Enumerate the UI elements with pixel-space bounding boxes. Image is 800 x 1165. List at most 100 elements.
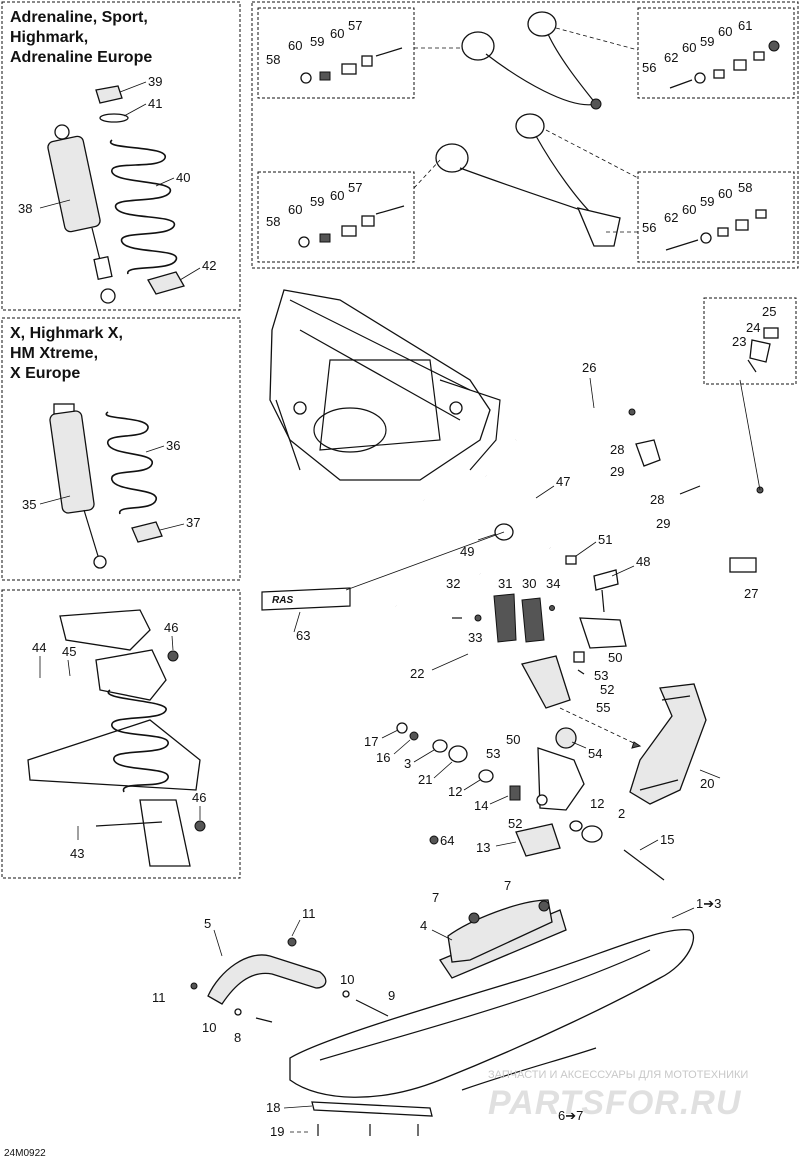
callout-28-bottom: 28	[650, 492, 664, 507]
callout-bl-59: 59	[310, 194, 324, 209]
callout-tr-56: 56	[642, 60, 656, 75]
callout-40: 40	[176, 170, 190, 185]
callout-55: 55	[596, 700, 610, 715]
callout-10-right: 10	[340, 972, 354, 987]
ski-leg-20	[629, 683, 707, 805]
callout-32: 32	[446, 576, 460, 591]
callout-37: 37	[186, 515, 200, 530]
hardware-bottom-left	[298, 205, 405, 248]
ball-joint-48	[565, 555, 619, 613]
panel-shock-x-assembly	[1, 589, 241, 879]
callouts-hardware-top-left: 58 60 59 60 57	[266, 18, 362, 67]
callout-53-top: 53	[594, 668, 608, 683]
callout-53-bottom: 53	[486, 746, 500, 761]
lower-a-arm-22	[394, 571, 571, 709]
callout-31: 31	[498, 576, 512, 591]
watermark: ЗАПЧАСТИ И АКСЕССУАРЫ ДЛЯ МОТОТЕХНИКИ PA…	[488, 1069, 748, 1122]
stopper-hardware	[747, 327, 779, 373]
runner-18	[311, 1101, 433, 1136]
nut-34	[549, 605, 555, 611]
callout-46-top: 46	[164, 620, 178, 635]
panel-shock-kit-a	[1, 1, 241, 311]
callout-tl-59: 59	[310, 34, 324, 49]
callout-20: 20	[700, 776, 714, 791]
hardware-top-left	[300, 47, 403, 84]
callout-29-top: 29	[610, 464, 624, 479]
callout-24: 24	[746, 320, 760, 335]
shock-kit-b-title: X, Highmark X, HM Xtreme, X Europe	[10, 325, 127, 382]
callout-11-top: 11	[302, 906, 316, 921]
callout-63: 63	[296, 628, 310, 643]
bracket-28-top	[635, 439, 661, 467]
shock-kit-a-line-1: Adrenaline, Sport,	[10, 9, 148, 26]
callout-br-59: 59	[700, 194, 714, 209]
callout-42: 42	[202, 258, 216, 273]
shock-kit-b-line-1: X, Highmark X,	[10, 325, 123, 342]
inset-top-left-hardware	[257, 7, 415, 99]
callout-52-bottom: 52	[508, 816, 522, 831]
callout-5: 5	[204, 916, 211, 931]
callout-33: 33	[468, 630, 482, 645]
handle-5	[190, 937, 389, 1023]
upper-a-arm-47	[422, 474, 553, 551]
callout-br-60a: 60	[682, 202, 696, 217]
callout-28-top: 28	[610, 442, 624, 457]
anti-sway-bar	[514, 408, 781, 573]
callout-48: 48	[636, 554, 650, 569]
callout-34: 34	[546, 576, 560, 591]
callout-tr-60b: 60	[718, 24, 732, 39]
callout-30: 30	[522, 576, 536, 591]
callout-50-top: 50	[608, 650, 622, 665]
ras-decal-63: RAS	[261, 587, 351, 611]
upper-a-arm-top	[461, 11, 602, 110]
callout-47: 47	[556, 474, 570, 489]
callout-15: 15	[660, 832, 674, 847]
callouts-panel-b: 35 36 37	[22, 438, 200, 531]
callout-tr-61: 61	[738, 18, 752, 33]
callout-64: 64	[440, 833, 454, 848]
callout-tr-62: 62	[664, 50, 678, 65]
callout-3: 3	[404, 756, 411, 771]
callout-41: 41	[148, 96, 162, 111]
spring-adjuster-37	[131, 521, 163, 543]
nut-33	[474, 614, 482, 622]
cotter-52-top	[577, 669, 585, 675]
callout-50-bottom: 50	[506, 732, 520, 747]
callout-tl-57: 57	[348, 18, 362, 33]
callout-25: 25	[762, 304, 776, 319]
panel-a-arm-hardware	[251, 1, 799, 269]
callout-1-3: 1➔3	[696, 896, 721, 911]
callout-7-right: 7	[504, 878, 511, 893]
callout-11-left: 11	[152, 990, 166, 1005]
callout-bl-57: 57	[348, 180, 362, 195]
inset-bottom-right-hardware	[637, 171, 795, 263]
callout-12-right: 12	[590, 796, 604, 811]
callout-45: 45	[62, 644, 76, 659]
bushing-31	[493, 593, 517, 643]
callout-43: 43	[70, 846, 84, 861]
lower-a-arm-top	[435, 113, 621, 247]
callout-17: 17	[364, 734, 378, 749]
callout-br-62: 62	[664, 210, 678, 225]
callouts-main: 26 25 24 23 28 29 28 29 27 47 49 51 48 3…	[152, 304, 776, 1139]
callouts-hardware-bottom-left: 58 60 59 60 57	[266, 180, 362, 229]
chassis-frame	[269, 289, 501, 481]
callout-tl-60b: 60	[330, 26, 344, 41]
spindle-hardware	[396, 722, 665, 881]
spring-seat-39	[95, 85, 123, 104]
inset-stopper-hardware	[703, 297, 797, 385]
shock-kit-b-line-3: X Europe	[10, 365, 80, 382]
callout-54: 54	[588, 746, 602, 761]
ras-decal-text: RAS	[272, 595, 293, 606]
callout-16: 16	[376, 750, 390, 765]
ski-stop-13	[515, 823, 561, 857]
callout-9: 9	[388, 988, 395, 1003]
callout-21: 21	[418, 772, 432, 787]
shock-absorber-b	[49, 403, 107, 569]
callout-22: 22	[410, 666, 424, 681]
diagram-code: 24M0922	[4, 1148, 46, 1159]
lubricant-drop-icon	[429, 835, 439, 845]
ski-bushing-4	[447, 899, 553, 963]
